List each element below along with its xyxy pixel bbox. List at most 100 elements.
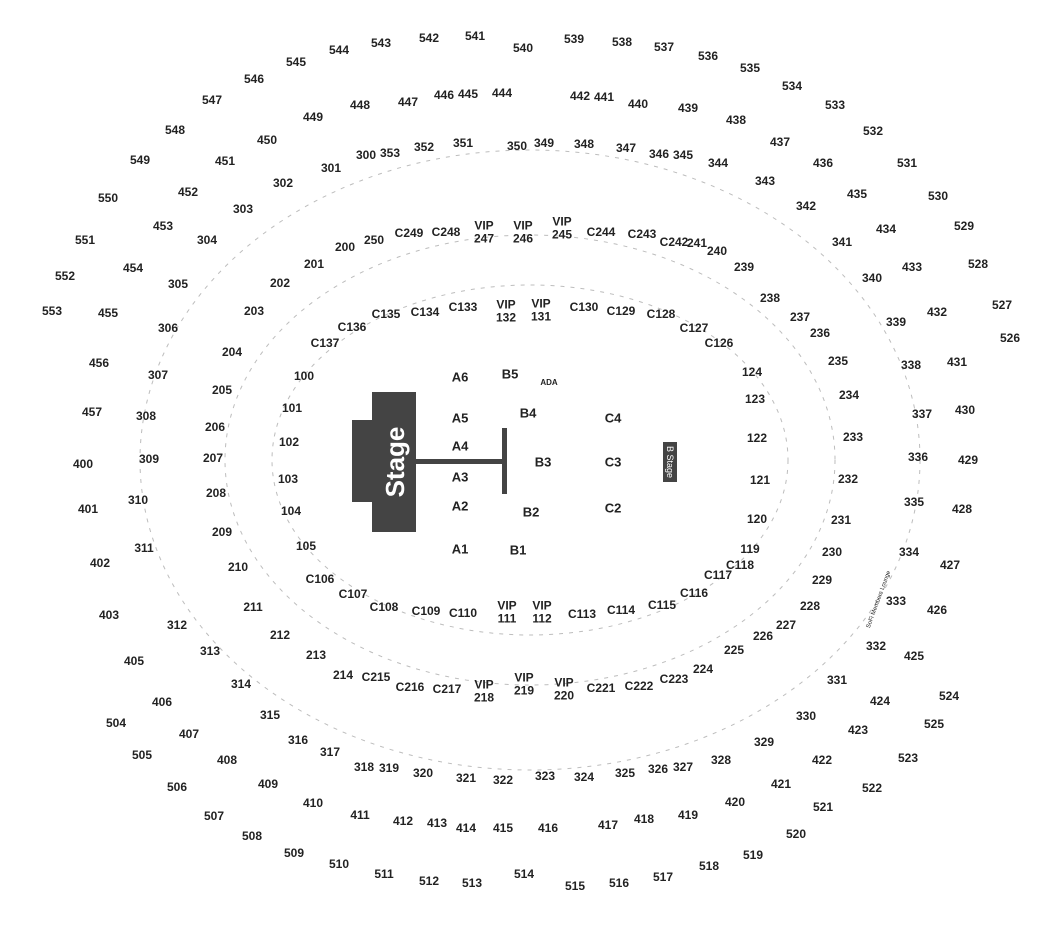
section-340[interactable]: 340	[862, 271, 882, 285]
section-232[interactable]: 232	[838, 472, 858, 486]
section-120[interactable]: 120	[747, 512, 767, 526]
section-209[interactable]: 209	[212, 525, 232, 539]
section-329[interactable]: 329	[754, 735, 774, 749]
section-539[interactable]: 539	[564, 32, 584, 46]
section-c107[interactable]: C107	[339, 587, 368, 601]
section-c243[interactable]: C243	[628, 227, 657, 241]
section-350[interactable]: 350	[507, 139, 527, 153]
section-411[interactable]: 411	[350, 808, 370, 822]
section-c129[interactable]: C129	[607, 304, 636, 318]
section-420[interactable]: 420	[725, 795, 745, 809]
section-412[interactable]: 412	[393, 814, 413, 828]
section-342[interactable]: 342	[796, 199, 816, 213]
section-524[interactable]: 524	[939, 689, 959, 703]
section-323[interactable]: 323	[535, 769, 555, 783]
section-544[interactable]: 544	[329, 43, 349, 57]
section-508[interactable]: 508	[242, 829, 262, 843]
section-448[interactable]: 448	[350, 98, 370, 112]
section-455[interactable]: 455	[98, 306, 118, 320]
section-505[interactable]: 505	[132, 748, 152, 762]
section-300[interactable]: 300	[356, 148, 376, 162]
section-124[interactable]: 124	[742, 365, 762, 379]
section-454[interactable]: 454	[123, 261, 143, 275]
section-447[interactable]: 447	[398, 95, 418, 109]
section-333[interactable]: 333	[886, 594, 906, 608]
section-208[interactable]: 208	[206, 486, 226, 500]
section-306[interactable]: 306	[158, 321, 178, 335]
section-527[interactable]: 527	[992, 298, 1012, 312]
section-456[interactable]: 456	[89, 356, 109, 370]
section-549[interactable]: 549	[130, 153, 150, 167]
section-442[interactable]: 442	[570, 89, 590, 103]
section-303[interactable]: 303	[233, 202, 253, 216]
section-c221[interactable]: C221	[587, 681, 616, 695]
section-c3[interactable]: C3	[605, 455, 622, 470]
section-c4[interactable]: C4	[605, 411, 622, 426]
section-c248[interactable]: C248	[432, 225, 461, 239]
section-301[interactable]: 301	[321, 161, 341, 175]
section-c130[interactable]: C130	[570, 300, 599, 314]
section-429[interactable]: 429	[958, 453, 978, 467]
section-319[interactable]: 319	[379, 761, 399, 775]
section-b1[interactable]: B1	[510, 543, 527, 558]
section-545[interactable]: 545	[286, 55, 306, 69]
section-101[interactable]: 101	[282, 401, 302, 415]
section-426[interactable]: 426	[927, 603, 947, 617]
section-548[interactable]: 548	[165, 123, 185, 137]
section-453[interactable]: 453	[153, 219, 173, 233]
section-417[interactable]: 417	[598, 818, 618, 832]
section-403[interactable]: 403	[99, 608, 119, 622]
section-308[interactable]: 308	[136, 409, 156, 423]
section-b2[interactable]: B2	[523, 505, 540, 520]
section-434[interactable]: 434	[876, 222, 896, 236]
section-105[interactable]: 105	[296, 539, 316, 553]
section-352[interactable]: 352	[414, 140, 434, 154]
section-401[interactable]: 401	[78, 502, 98, 516]
section-433[interactable]: 433	[902, 260, 922, 274]
section-231[interactable]: 231	[831, 513, 851, 527]
section-351[interactable]: 351	[453, 136, 473, 150]
section-103[interactable]: 103	[278, 472, 298, 486]
section-535[interactable]: 535	[740, 61, 760, 75]
section-315[interactable]: 315	[260, 708, 280, 722]
section-334[interactable]: 334	[899, 545, 919, 559]
section-515[interactable]: 515	[565, 879, 585, 893]
section-423[interactable]: 423	[848, 723, 868, 737]
section-330[interactable]: 330	[796, 709, 816, 723]
section-422[interactable]: 422	[812, 753, 832, 767]
section-332[interactable]: 332	[866, 639, 886, 653]
section-416[interactable]: 416	[538, 821, 558, 835]
section-225[interactable]: 225	[724, 643, 744, 657]
section-c134[interactable]: C134	[411, 305, 440, 319]
section-428[interactable]: 428	[952, 502, 972, 516]
section-349[interactable]: 349	[534, 136, 554, 150]
section-c118[interactable]: C118	[726, 558, 754, 572]
section-425[interactable]: 425	[904, 649, 924, 663]
section-311[interactable]: 311	[134, 541, 154, 555]
section-523[interactable]: 523	[898, 751, 918, 765]
section-a3[interactable]: A3	[452, 470, 469, 485]
section-c110[interactable]: C110	[449, 606, 477, 620]
section-327[interactable]: 327	[673, 760, 693, 774]
section-526[interactable]: 526	[1000, 331, 1020, 345]
section-536[interactable]: 536	[698, 49, 718, 63]
section-410[interactable]: 410	[303, 796, 323, 810]
section-520[interactable]: 520	[786, 827, 806, 841]
section-202[interactable]: 202	[270, 276, 290, 290]
section-c215[interactable]: C215	[362, 670, 391, 684]
section-513[interactable]: 513	[462, 876, 482, 890]
section-104[interactable]: 104	[281, 504, 301, 518]
section-409[interactable]: 409	[258, 777, 278, 791]
section-302[interactable]: 302	[273, 176, 293, 190]
section-516[interactable]: 516	[609, 876, 629, 890]
section-227[interactable]: 227	[776, 618, 796, 632]
section-c244[interactable]: C244	[587, 225, 616, 239]
section-c117[interactable]: C117	[704, 568, 732, 582]
section-347[interactable]: 347	[616, 141, 636, 155]
